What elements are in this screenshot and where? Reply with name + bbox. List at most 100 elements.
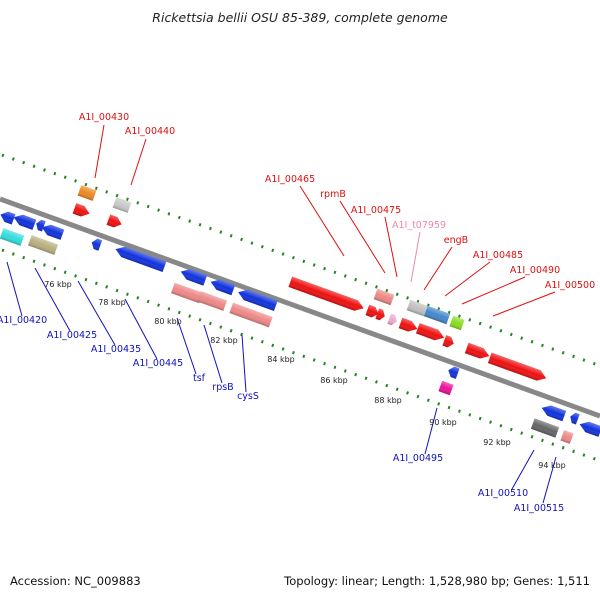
- gene-label[interactable]: A1I_t07959: [392, 220, 446, 231]
- reverse-gene-arrow[interactable]: [179, 266, 208, 286]
- kbp-tick-label: 86 kbp: [320, 376, 348, 385]
- label-leader: [124, 298, 158, 360]
- gene-shading: [464, 342, 490, 359]
- gene-box[interactable]: [77, 185, 97, 201]
- gene-shading: [106, 214, 122, 228]
- label-leader: [424, 407, 438, 455]
- gene-shading: [398, 317, 418, 332]
- gene-label[interactable]: cysS: [237, 391, 259, 402]
- gene-shading: [487, 352, 547, 381]
- gene-box[interactable]: [171, 282, 203, 304]
- gene-label[interactable]: A1I_00510: [478, 488, 528, 499]
- gene-shading: [0, 228, 25, 246]
- kbp-tick-label: 76 kbp: [44, 280, 72, 289]
- forward-gene-arrow[interactable]: [106, 214, 124, 229]
- gene-box[interactable]: [27, 235, 59, 255]
- accession-text: Accession: NC_009883: [10, 574, 141, 588]
- gene-shading: [288, 276, 364, 311]
- gene-box[interactable]: [406, 299, 428, 317]
- gene-label[interactable]: engB: [444, 235, 468, 246]
- gene-label[interactable]: A1I_00420: [0, 315, 47, 326]
- gene-shading: [442, 335, 454, 348]
- gene-shading: [449, 315, 465, 331]
- forward-gene-arrow[interactable]: [464, 342, 491, 362]
- label-leader: [511, 449, 535, 490]
- reverse-gene-arrow[interactable]: [446, 365, 460, 379]
- label-leader: [542, 456, 557, 504]
- reverse-gene-arrow[interactable]: [209, 277, 236, 296]
- reverse-gene-arrow[interactable]: [236, 287, 278, 311]
- gene-shading: [570, 412, 580, 425]
- topology-text: Topology: linear; Length: 1,528,980 bp; …: [284, 574, 590, 588]
- gene-shading: [180, 269, 208, 286]
- gene-label[interactable]: rpsB: [212, 382, 233, 393]
- label-leader: [423, 246, 453, 291]
- genome-backbone: [0, 196, 600, 419]
- forward-gene-arrow[interactable]: [487, 352, 548, 384]
- gene-box[interactable]: [423, 305, 451, 325]
- gene-box[interactable]: [112, 197, 132, 213]
- kbp-tick-label: 92 kbp: [483, 438, 511, 447]
- gene-shading: [438, 380, 454, 396]
- kbp-tick-label: 94 kbp: [538, 461, 566, 470]
- reverse-gene-arrow[interactable]: [34, 218, 46, 232]
- map-title: Rickettsia bellii OSU 85-389, complete g…: [152, 10, 448, 25]
- gene-box[interactable]: [0, 228, 25, 246]
- forward-gene-arrow[interactable]: [288, 276, 365, 314]
- reverse-gene-arrow[interactable]: [12, 212, 37, 230]
- gene-label[interactable]: A1I_00430: [79, 112, 129, 123]
- gene-box[interactable]: [449, 315, 465, 331]
- reverse-gene-arrow[interactable]: [540, 403, 567, 422]
- reverse-gene-arrow[interactable]: [578, 419, 600, 437]
- gene-label[interactable]: rpmB: [320, 189, 346, 200]
- reverse-gene-arrow[interactable]: [114, 244, 167, 273]
- gene-label[interactable]: A1I_00515: [514, 503, 564, 514]
- forward-gene-arrow[interactable]: [365, 304, 380, 319]
- label-leader: [77, 280, 116, 346]
- gene-label[interactable]: A1I_00445: [133, 358, 183, 369]
- label-leader: [34, 267, 71, 332]
- gene-box[interactable]: [373, 288, 395, 306]
- forward-gene-arrow[interactable]: [72, 203, 92, 219]
- forward-gene-arrow[interactable]: [375, 308, 386, 321]
- gene-box[interactable]: [229, 302, 273, 328]
- gene-label[interactable]: A1I_00485: [473, 250, 523, 261]
- kbp-tick-label: 90 kbp: [429, 418, 457, 427]
- gene-label[interactable]: A1I_00475: [351, 205, 401, 216]
- gene-box[interactable]: [530, 418, 560, 438]
- gene-label[interactable]: tsf: [193, 373, 206, 384]
- forward-gene-arrow[interactable]: [442, 335, 455, 349]
- label-leader: [384, 216, 398, 278]
- reverse-gene-arrow[interactable]: [0, 209, 16, 225]
- forward-gene-arrow[interactable]: [415, 323, 446, 343]
- gene-box[interactable]: [196, 291, 228, 311]
- gene-shading: [448, 366, 460, 379]
- reverse-gene-arrow[interactable]: [568, 411, 580, 425]
- gene-shading: [196, 291, 228, 311]
- gene-label[interactable]: A1I_00440: [125, 126, 175, 137]
- reverse-gene-arrow[interactable]: [40, 222, 65, 240]
- gene-label[interactable]: A1I_00465: [265, 174, 315, 185]
- forward-gene-arrow[interactable]: [387, 313, 398, 326]
- gene-label[interactable]: A1I_00495: [393, 453, 443, 464]
- gene-box[interactable]: [560, 430, 574, 444]
- gene-label[interactable]: A1I_00425: [47, 330, 97, 341]
- label-leader: [492, 291, 556, 317]
- forward-gene-arrow[interactable]: [398, 317, 420, 334]
- gene-shading: [387, 313, 397, 326]
- label-leader: [410, 231, 421, 283]
- gene-label[interactable]: A1I_00500: [545, 280, 595, 291]
- gene-label[interactable]: A1I_00490: [510, 265, 560, 276]
- gene-label[interactable]: A1I_00435: [91, 344, 141, 355]
- gene-box[interactable]: [438, 380, 454, 396]
- kbp-tick-label: 88 kbp: [374, 396, 402, 405]
- gene-shading: [41, 224, 65, 240]
- label-leader: [299, 185, 345, 257]
- gene-shading: [112, 197, 132, 213]
- kbp-tick-label: 84 kbp: [267, 355, 295, 364]
- reverse-gene-arrow[interactable]: [90, 237, 103, 251]
- kbp-tick-label: 80 kbp: [154, 317, 182, 326]
